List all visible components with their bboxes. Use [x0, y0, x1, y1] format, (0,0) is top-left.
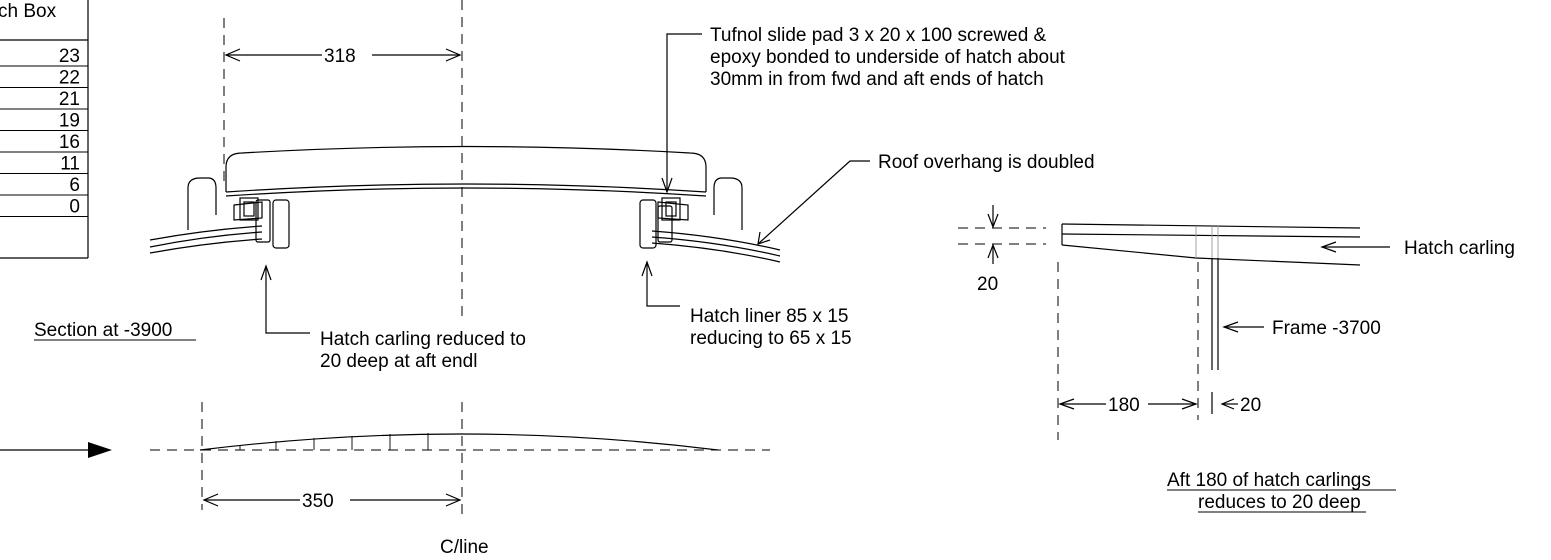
- table-value: 21: [59, 89, 80, 110]
- table-value: 16: [59, 132, 80, 153]
- aft-title-line2: reduces to 20 deep: [1198, 492, 1361, 513]
- hatch-carling-label: Hatch carling: [1404, 238, 1515, 259]
- hatch-liner-note-line2: reducing to 65 x 15: [690, 328, 852, 349]
- hatch-liner-leader: Hatch liner 85 x 15 reducing to 65 x 15: [641, 260, 852, 349]
- table-value: 6: [69, 175, 80, 196]
- centerline-label: C/line: [440, 537, 489, 558]
- dimension-350: 350: [202, 491, 462, 512]
- table-value: 23: [59, 46, 80, 67]
- roof-overhang-note: Roof overhang is doubled: [878, 152, 1095, 173]
- tufnol-leader: Tufnol slide pad 3 x 20 x 100 screwed & …: [661, 25, 1066, 194]
- hatch-section: [149, 145, 781, 263]
- aft-carling-detail: 20 Hatch carling Frame -3700 180: [958, 205, 1515, 440]
- dimension-frame-20-label: 20: [1240, 395, 1261, 416]
- table-value: 11: [60, 154, 80, 175]
- dimension-318: 318: [224, 46, 462, 67]
- carling-reduced-note-line1: Hatch carling reduced to: [320, 329, 526, 350]
- depth-20-label: 20: [977, 274, 998, 295]
- roof-overhang-leader: Roof overhang is doubled: [757, 152, 1095, 245]
- aft-title: Aft 180 of hatch carlings reduces to 20 …: [1167, 470, 1396, 513]
- table-header: ch Box: [0, 1, 57, 22]
- plan-view: [0, 402, 770, 510]
- table-value: 19: [59, 111, 80, 132]
- carling-reduced-note-line2: 20 deep at aft endl: [320, 351, 477, 372]
- aft-title-line1: Aft 180 of hatch carlings: [1167, 470, 1371, 491]
- dimension-350-label: 350: [302, 491, 334, 512]
- dimension-180-label: 180: [1108, 395, 1140, 416]
- dimension-318-label: 318: [324, 46, 356, 67]
- hatch-liner-note-line1: Hatch liner 85 x 15: [690, 306, 848, 327]
- table-value: 22: [59, 68, 80, 89]
- frame-label: Frame -3700: [1272, 318, 1381, 339]
- table-value: 0: [69, 197, 80, 218]
- section-title-label: Section at -3900: [34, 320, 172, 341]
- tufnol-note-line2: epoxy bonded to underside of hatch about: [710, 47, 1066, 68]
- tufnol-note-line1: Tufnol slide pad 3 x 20 x 100 screwed &: [710, 25, 1047, 46]
- carling-reduced-leader: Hatch carling reduced to 20 deep at aft …: [260, 264, 526, 372]
- section-title: Section at -3900: [34, 320, 196, 341]
- tufnol-note-line3: 30mm in from fwd and aft ends of hatch: [710, 69, 1044, 90]
